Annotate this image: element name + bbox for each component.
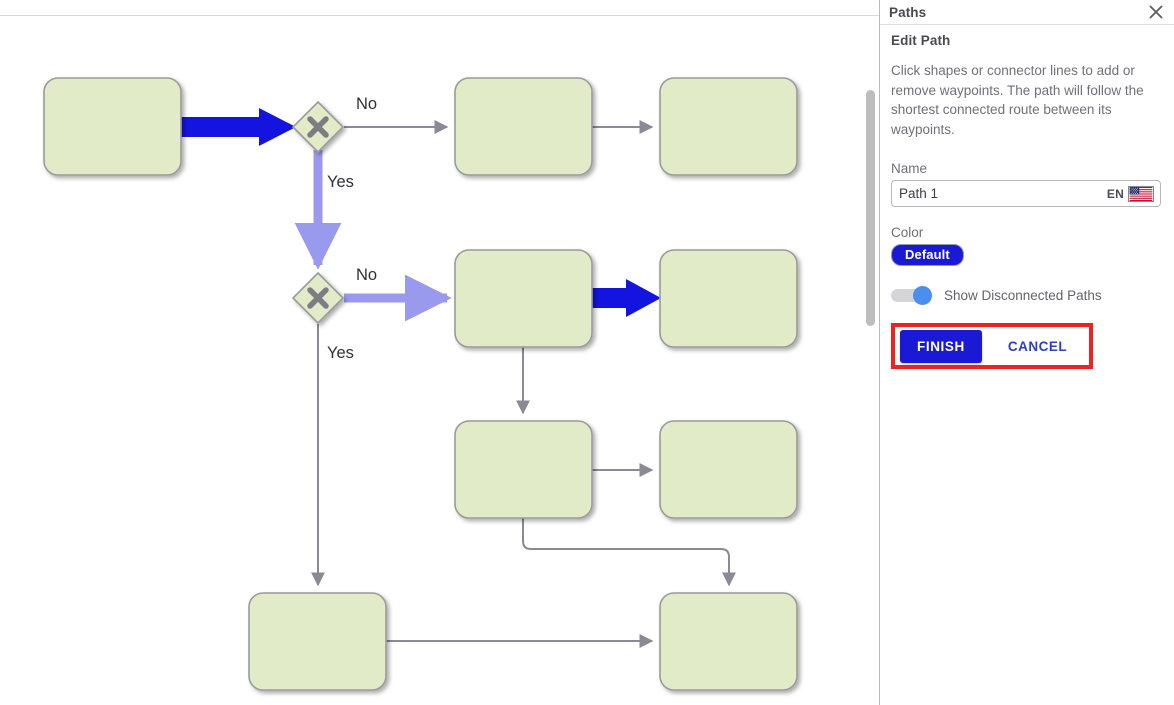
canvas-scrollbar-thumb[interactable] [866,90,875,326]
exclusive-gateway-x-icon [307,287,329,309]
cancel-button[interactable]: CANCEL [1002,338,1073,355]
paths-panel: Paths Edit Path Click shapes or connecto… [879,0,1174,705]
action-buttons-highlight: FINISH CANCEL [891,323,1093,369]
edge-label-yes-2: Yes [327,344,354,362]
shape-gateway-1[interactable] [291,100,345,154]
shape-task-1[interactable] [43,77,182,176]
shape-task-4[interactable] [454,249,593,348]
connector-task6-task9[interactable] [522,518,736,587]
name-input[interactable] [899,186,1107,201]
connector-group-path-highlight[interactable] [181,108,661,317]
shape-task-6[interactable] [454,420,593,519]
path-segment-task1-gw1[interactable] [181,108,296,146]
shape-group-gateways[interactable] [291,100,345,325]
edge-label-yes-1: Yes [327,173,354,191]
diagram-canvas[interactable]: No Yes No Yes [0,0,879,705]
edge-label-group: No Yes No Yes [327,95,377,362]
shape-task-5[interactable] [659,249,798,348]
canvas-top-divider [0,15,879,16]
show-disconnected-paths-label: Show Disconnected Paths [944,287,1102,303]
connector-group-path-light[interactable] [294,150,452,322]
flowchart-diagram[interactable]: No Yes No Yes [0,0,879,705]
name-field-wrapper[interactable]: EN [891,180,1161,207]
shape-task-9[interactable] [659,592,798,691]
connector-group-default[interactable] [311,120,736,648]
edge-label-no-1: No [356,95,377,113]
edit-path-heading: Edit Path [891,33,951,48]
instructions-text: Click shapes or connector lines to add o… [891,63,1144,137]
canvas-scrollbar[interactable] [866,16,875,705]
panel-body: Edit Path Click shapes or connector line… [880,25,1174,369]
panel-title: Paths [889,4,927,20]
shape-task-3[interactable] [659,77,798,176]
color-chip-default[interactable]: Default [891,244,964,266]
language-code-label: EN [1106,186,1124,201]
show-disconnected-paths-toggle[interactable] [891,286,935,305]
shape-task-8[interactable] [248,592,387,691]
panel-header: Paths [880,0,1174,25]
color-label: Color [891,225,924,240]
shape-group-tasks[interactable] [43,77,798,691]
edge-label-no-2: No [356,266,377,284]
close-icon[interactable] [1147,3,1165,21]
shape-task-7[interactable] [659,420,798,519]
finish-button[interactable]: FINISH [900,329,982,363]
name-label: Name [891,161,928,176]
exclusive-gateway-x-icon [307,116,329,138]
show-disconnected-paths-row[interactable]: Show Disconnected Paths [891,286,1162,305]
shape-gateway-2[interactable] [291,271,345,325]
shape-task-2[interactable] [454,77,593,176]
path-segment-task4-task5[interactable] [592,279,661,317]
toggle-knob[interactable] [913,286,932,305]
us-flag-icon[interactable] [1128,185,1154,202]
